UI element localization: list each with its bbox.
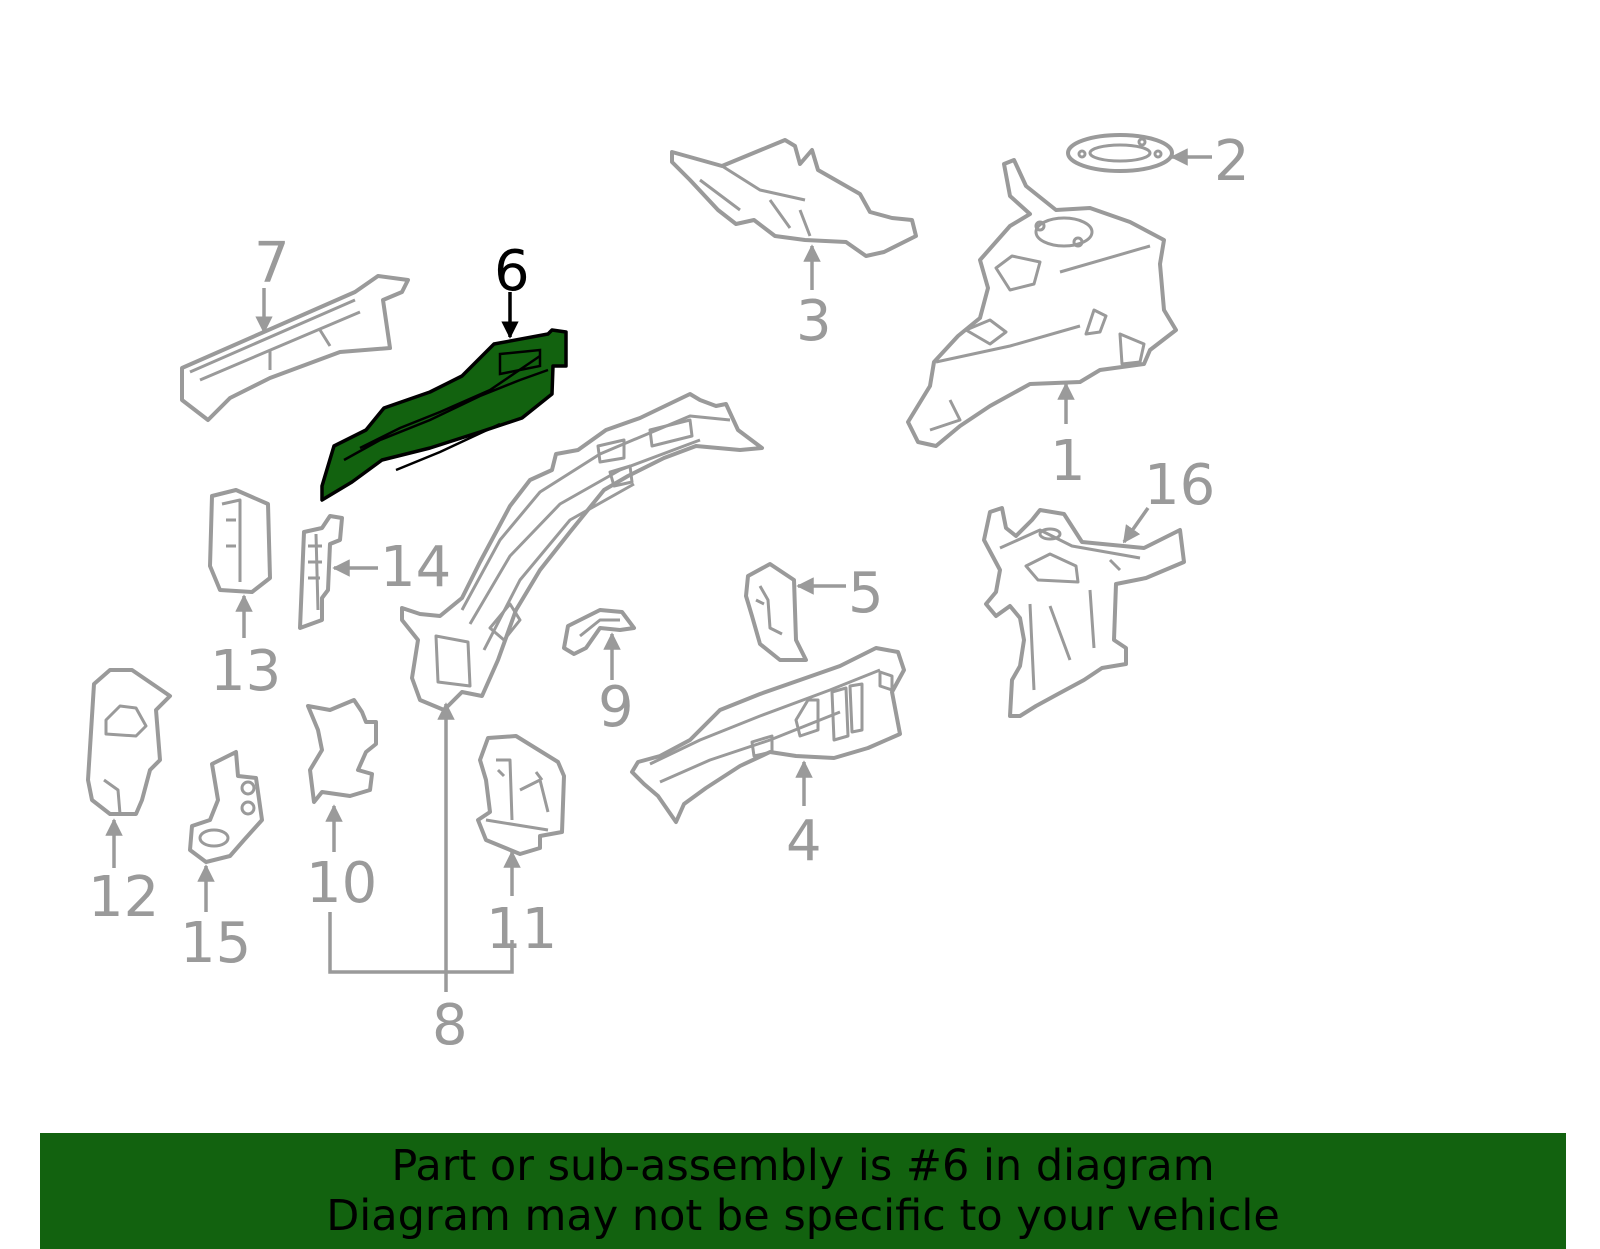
part-4[interactable]: [630, 646, 906, 824]
callout-2: 2: [1214, 129, 1250, 194]
leader-8-bracket: [328, 912, 514, 974]
part-8[interactable]: [400, 392, 764, 712]
callout-14: 14: [380, 535, 451, 600]
leader-16: [1122, 506, 1150, 544]
callout-11: 11: [486, 897, 557, 962]
banner-line-1: Part or sub-assembly is #6 in diagram: [391, 1141, 1215, 1191]
part-14[interactable]: [298, 514, 344, 630]
part-13[interactable]: [208, 488, 272, 594]
part-7[interactable]: [180, 274, 410, 422]
part-10[interactable]: [306, 698, 378, 804]
part-5[interactable]: [744, 562, 808, 662]
part-9[interactable]: [562, 608, 636, 656]
callout-16: 16: [1144, 453, 1215, 518]
part-11[interactable]: [476, 734, 566, 856]
parts-diagram: 1 2 3 4 5 6 7 8 9 10 11 12 13 14 15 16: [86, 129, 1250, 1058]
part-6[interactable]: [320, 328, 568, 502]
part-16[interactable]: [982, 506, 1186, 718]
callout-12: 12: [88, 865, 159, 930]
info-banner: Part or sub-assembly is #6 in diagram Di…: [40, 1133, 1566, 1249]
callout-13: 13: [210, 639, 281, 704]
callout-7: 7: [254, 231, 290, 296]
callout-15: 15: [180, 911, 251, 976]
callout-9: 9: [598, 675, 634, 740]
part-1[interactable]: [906, 158, 1178, 448]
callout-5: 5: [848, 561, 884, 626]
callout-6: 6: [494, 239, 530, 304]
banner-line-2: Diagram may not be specific to your vehi…: [326, 1191, 1280, 1241]
callout-3: 3: [796, 289, 832, 354]
callout-4: 4: [786, 809, 822, 874]
callout-10: 10: [306, 851, 377, 916]
part-3[interactable]: [670, 138, 918, 258]
part-15[interactable]: [188, 750, 264, 864]
callout-8: 8: [432, 993, 468, 1058]
part-2[interactable]: [1066, 133, 1174, 173]
part-12[interactable]: [86, 668, 172, 816]
callout-1: 1: [1050, 429, 1086, 494]
